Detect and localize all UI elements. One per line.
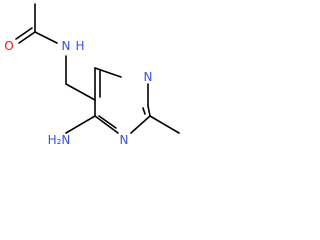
bond-ring-c6-n1: [94, 67, 122, 78]
bond-ring-c2-n3: [130, 115, 151, 134]
amide-nitrogen-label: N: [62, 39, 71, 53]
bond-ring-methyl: [149, 115, 180, 134]
ring-nitrogen-3-label: N: [120, 133, 129, 147]
ring-nitrogen-1-label: N: [144, 70, 153, 84]
chemical-structure-diagram: O N H N N H₂N: [4, 3, 180, 147]
bonds: [15, 3, 180, 134]
atom-labels: O N H N N H₂N: [4, 39, 152, 147]
oxygen-label: O: [4, 39, 13, 53]
amide-hydrogen-label: H: [75, 39, 84, 53]
bond-ring-n3-c4: [94, 115, 119, 134]
amino-group-label: H₂N: [48, 133, 71, 147]
bond-carbonyl-oxygen: [18, 31, 36, 44]
bond-methylene-ring: [65, 83, 96, 101]
bond-ring-amino: [65, 115, 96, 134]
bond-carbonyl-oxygen-second: [15, 27, 33, 40]
bond-ring-n1-c2: [147, 105, 151, 117]
bond-ring-n1-c2-inner: [142, 107, 146, 115]
bond-ring-n3-c4-inner: [98, 115, 117, 129]
bond-carbonyl-nitrogen: [34, 31, 58, 44]
